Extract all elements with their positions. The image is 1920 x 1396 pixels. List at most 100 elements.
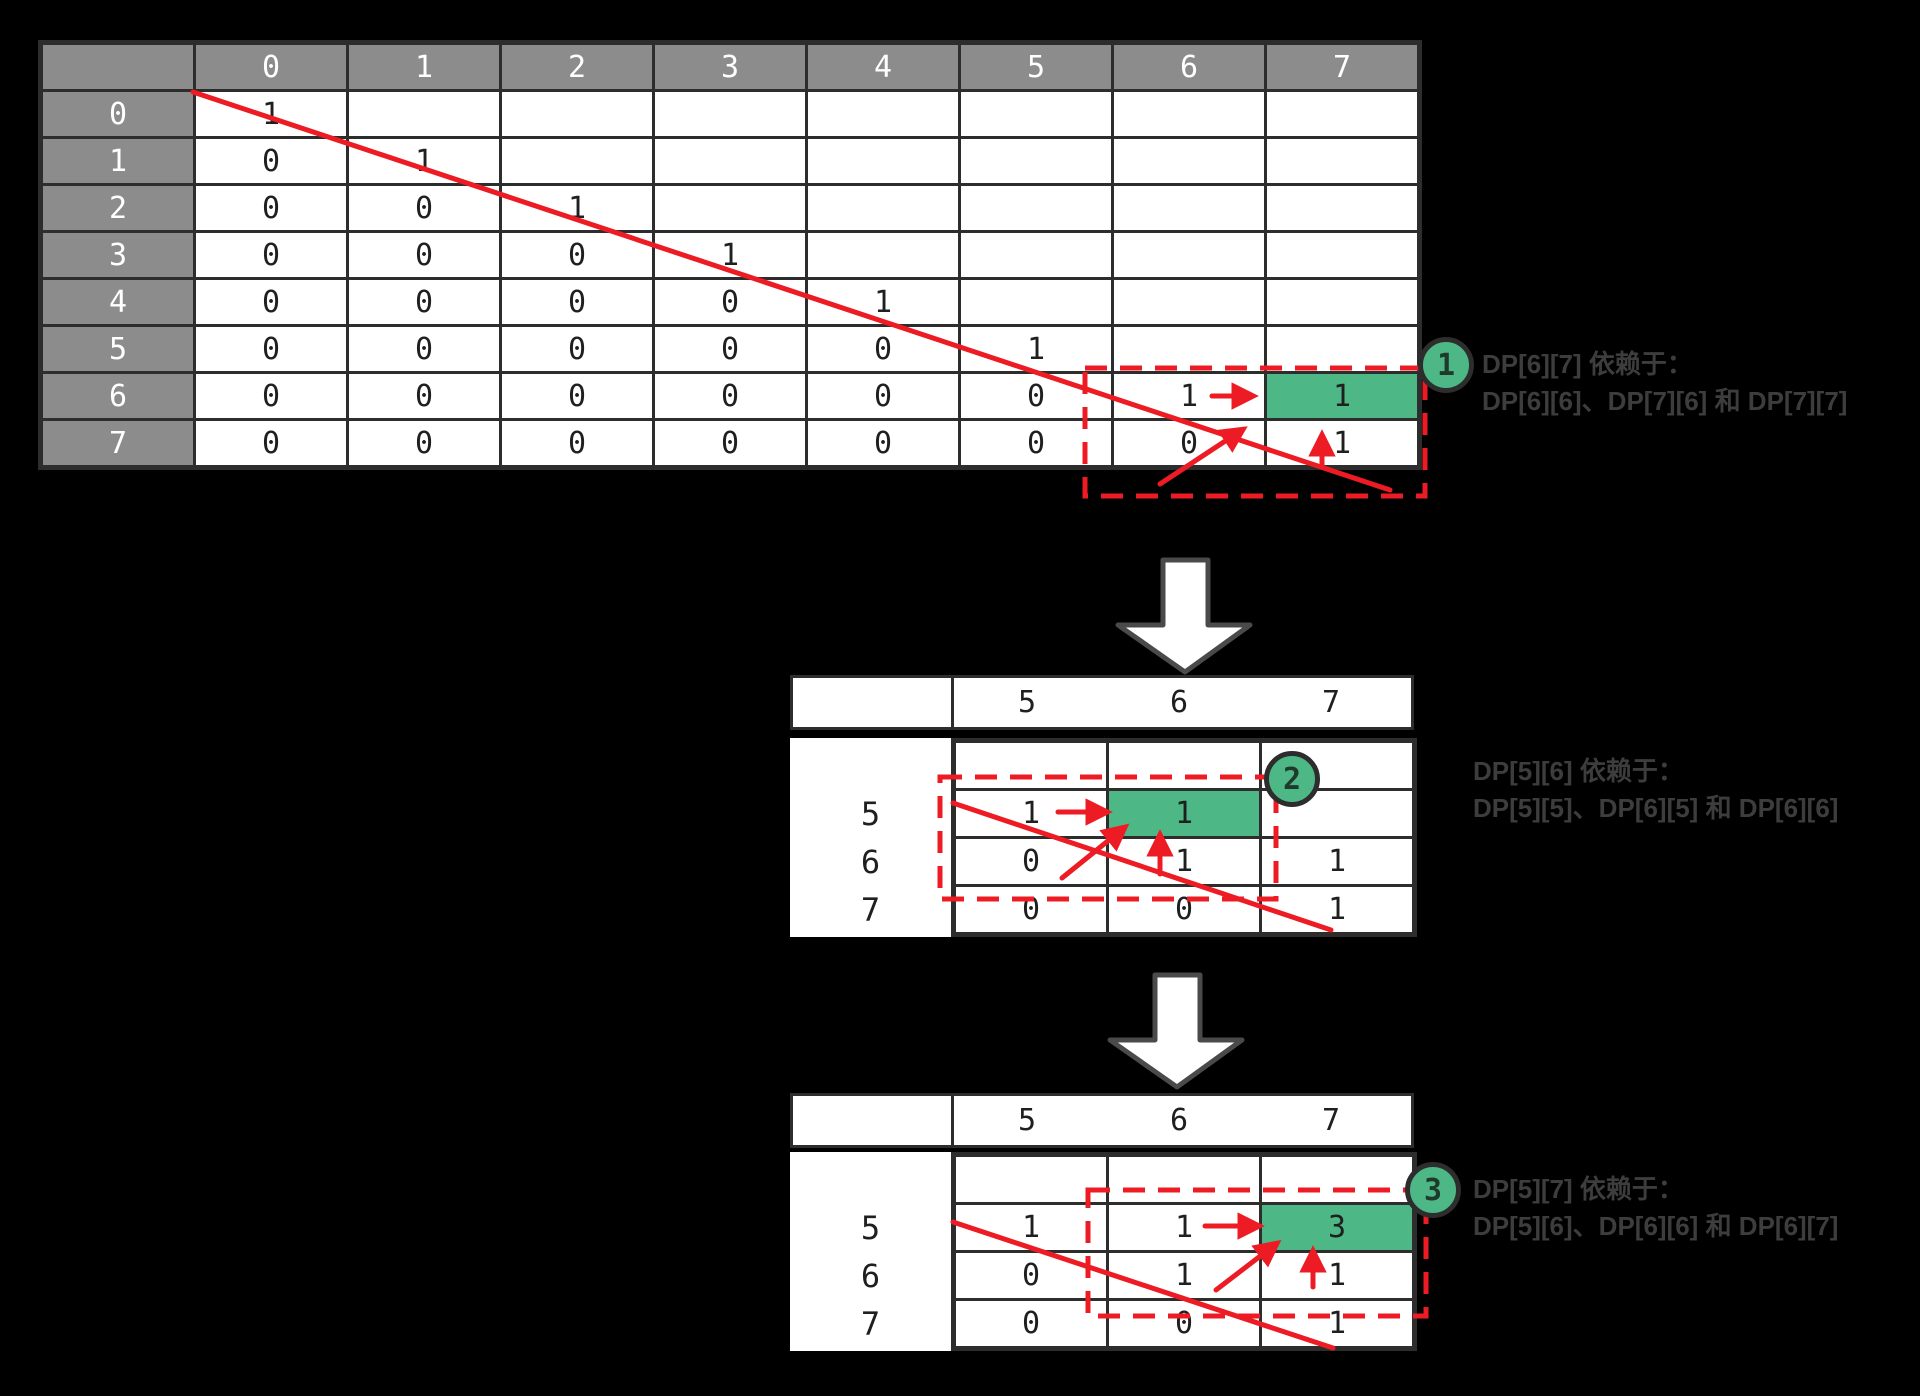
dp-cell: 0 [805,324,961,374]
dp-cell: 1 [1259,1298,1416,1350]
dp-cell [1106,1153,1262,1205]
col-header-cell: 6 [1169,1103,1189,1138]
dp-cell: 1 [958,324,1114,374]
dp-cell [805,183,961,233]
dp-cell: 0 [193,277,349,327]
dp-cell [1264,136,1421,186]
annotation-line: DP[6][6]、DP[7][6] 和 DP[7][7] [1482,386,1848,416]
dp-cell: 0 [499,418,655,469]
subtable2-column-header: 5 6 7 [790,1093,1414,1148]
header-divider [951,1096,954,1145]
row-header-cell: 0 [39,89,196,139]
dp-cell: 1 [1264,418,1421,469]
row-header-cell: 7 [39,418,196,469]
dp-cell: 0 [952,884,1109,936]
col-header-cell: 3 [652,41,808,92]
dp-cell: 1 [1106,1202,1262,1253]
dp-cell: 0 [952,836,1109,887]
dp-cell [652,89,808,139]
dp-cell [958,230,1114,280]
dp-cell [1111,230,1267,280]
dp-cell: 1 [805,277,961,327]
dp-cell [958,89,1114,139]
dp-cell [952,739,1109,791]
step-badge-1: 1 [1418,337,1474,393]
col-header-cell: 7 [1321,1103,1341,1138]
dp-cell: 1 [193,89,349,139]
row-header-cell: 2 [39,183,196,233]
col-header-cell: 7 [1264,41,1421,92]
annotation-line: DP[5][5]、DP[6][5] 和 DP[6][6] [1473,793,1839,823]
dp-cell [499,136,655,186]
dp-cell: 0 [958,371,1114,421]
col-header-cell: 6 [1111,41,1267,92]
col-header-cell: 1 [346,41,502,92]
row-header-cell: 6 [39,371,196,421]
down-block-arrow-1 [1115,557,1253,675]
dp-cell: 1 [1264,371,1421,421]
dp-cell: 0 [346,371,502,421]
dp-cell: 0 [346,183,502,233]
col-header-cell: 5 [958,41,1114,92]
dp-cell [499,89,655,139]
col-header-cell: 5 [1017,1103,1037,1138]
dp-cell [652,136,808,186]
col-header-cell: 5 [1017,685,1037,720]
dp-cell: 0 [1106,1298,1262,1350]
dp-cell: 0 [805,371,961,421]
dp-cell: 1 [499,183,655,233]
dp-cell: 1 [952,1202,1109,1253]
dp-cell: 0 [952,1298,1109,1350]
annotation-step-3: DP[5][7] 依赖于： DP[5][6]、DP[6][6] 和 DP[6][… [1473,1171,1838,1245]
dp-cell: 1 [346,136,502,186]
dp-cell: 0 [193,418,349,469]
sub-table-row [952,739,1416,791]
dp-cell [1264,183,1421,233]
dp-cell [1259,1153,1416,1205]
dp-cell [652,183,808,233]
dp-cell: 0 [499,371,655,421]
dp-cell [1111,183,1267,233]
dp-cell [1264,230,1421,280]
dp-cell [1111,324,1267,374]
dp-cell: 1 [952,788,1109,839]
dp-cell: 1 [1106,1250,1262,1301]
dp-cell: 0 [499,230,655,280]
dp-cell: 0 [652,324,808,374]
sub-table-row [952,1153,1416,1205]
row-header-cell: 7 [860,891,881,929]
dp-cell [958,136,1114,186]
step-badge-3: 3 [1405,1162,1461,1218]
dp-cell: 0 [652,418,808,469]
dp-cell: 0 [499,324,655,374]
dp-cell [952,1153,1109,1205]
dp-cell: 0 [1106,884,1262,936]
dp-cell: 3 [1259,1202,1416,1253]
dp-cell: 0 [958,418,1114,469]
dp-cell [1264,89,1421,139]
header-divider [951,678,954,727]
annotation-step-1: DP[6][7] 依赖于： DP[6][6]、DP[7][6] 和 DP[7][… [1482,346,1847,420]
dp-cell: 0 [193,136,349,186]
row-header-cell: 4 [39,277,196,327]
dp-cell [1264,277,1421,327]
row-header-cell: 1 [39,136,196,186]
dp-cell: 0 [193,183,349,233]
dp-cell: 0 [652,277,808,327]
dp-cell [958,277,1114,327]
